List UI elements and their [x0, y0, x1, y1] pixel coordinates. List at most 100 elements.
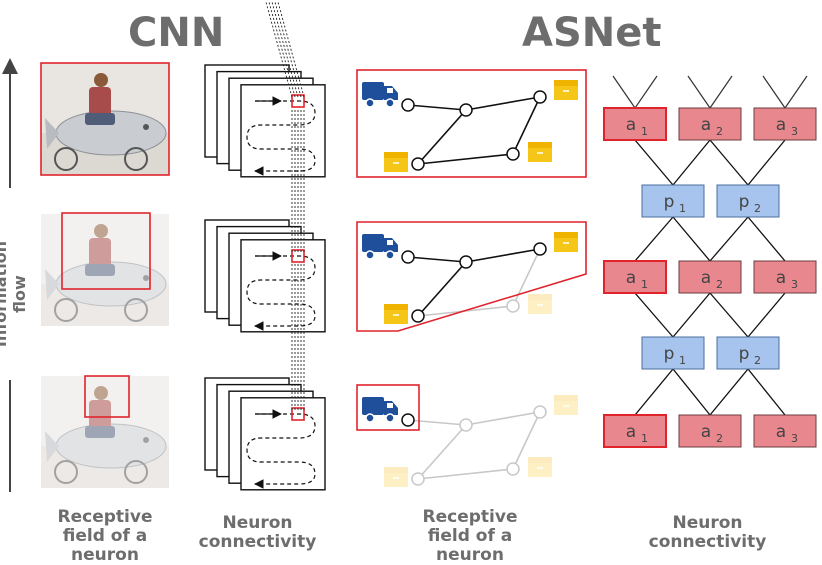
active-neuron-box	[291, 94, 305, 108]
graph-location-node	[459, 418, 473, 432]
truck-cargo	[362, 234, 384, 252]
fish-eye	[143, 275, 149, 281]
package-lid	[528, 294, 552, 300]
fan-in-line	[784, 75, 808, 109]
package-lid	[528, 457, 552, 463]
truck-wheel	[365, 98, 375, 108]
graph-edge	[407, 104, 467, 111]
caption-asnet-connectivity: Neuron connectivity	[630, 514, 785, 552]
package-box	[554, 395, 578, 415]
feature-map	[240, 397, 326, 491]
wheel	[124, 147, 148, 171]
proposition-node	[641, 184, 705, 218]
truck-cargo	[362, 82, 384, 100]
photo-rider-icon	[41, 376, 169, 488]
neuron-connection	[268, 1, 296, 98]
truck-cargo	[362, 397, 384, 415]
package-icon	[528, 457, 552, 477]
connectivity-edge	[709, 368, 749, 416]
node-subscript: 1	[641, 278, 648, 291]
rider-head	[94, 73, 108, 87]
node-label: p	[739, 192, 750, 212]
graph-edge	[407, 419, 467, 426]
package-lid	[554, 395, 578, 401]
node-label: a	[701, 115, 711, 135]
package-lid	[554, 232, 578, 238]
connectivity-edge	[747, 216, 786, 262]
package-lid	[528, 142, 552, 148]
action-node	[678, 260, 742, 294]
photo-rider-icon	[41, 214, 169, 326]
caption-cnn-connectivity: Neuron connectivity	[185, 514, 330, 552]
node-label: p	[664, 344, 675, 364]
proposition-node	[716, 336, 780, 370]
node-subscript: 2	[716, 125, 723, 138]
scan-path	[246, 413, 316, 485]
connectivity-edge	[672, 368, 711, 416]
action-node	[753, 414, 817, 448]
graph-location-node	[506, 462, 520, 476]
rider-shirt	[89, 87, 111, 117]
action-node	[603, 414, 667, 448]
rider-shirt	[89, 238, 111, 268]
graph-location-node	[401, 98, 415, 112]
action-node	[603, 260, 667, 294]
scan-path	[246, 255, 316, 327]
action-node	[678, 414, 742, 448]
node-subscript: 1	[679, 202, 686, 215]
node-label: p	[664, 192, 675, 212]
connectivity-edge	[709, 216, 749, 262]
graph-edge	[417, 109, 467, 165]
fish-tail	[45, 269, 59, 300]
connectivity-edge	[634, 292, 674, 338]
graph-location-node	[533, 90, 547, 104]
package-lid	[554, 80, 578, 86]
package-icon	[528, 142, 552, 162]
graph-edge	[417, 468, 514, 480]
photo-rider-icon	[41, 63, 169, 175]
graph-location-node	[411, 157, 425, 171]
action-node	[753, 260, 817, 294]
proposition-node	[641, 336, 705, 370]
truck-wheel	[385, 98, 395, 108]
neuron-connection	[277, 1, 305, 98]
truck-wheel	[365, 413, 375, 423]
connectivity-edge	[747, 292, 786, 338]
package-icon	[384, 304, 408, 324]
graph-edge	[417, 261, 467, 317]
graph-location-node	[533, 242, 547, 256]
node-subscript: 3	[791, 278, 798, 291]
truck-window	[387, 403, 393, 408]
fan-in-line	[687, 75, 711, 109]
neuron-connection	[265, 1, 293, 98]
receptive-field-box	[356, 384, 420, 431]
node-label: a	[776, 115, 786, 135]
node-subscript: 1	[679, 354, 686, 367]
node-label: a	[626, 268, 636, 288]
caption-line: field of a	[427, 526, 513, 546]
graph-location-node	[459, 255, 473, 269]
connectivity-edge	[672, 139, 711, 186]
connectivity-edge	[634, 139, 674, 186]
feature-map	[240, 239, 326, 333]
node-label: a	[776, 422, 786, 442]
connectivity-edge	[709, 139, 749, 186]
package-icon	[384, 467, 408, 487]
receptive-field-box	[61, 212, 151, 290]
package-icon	[528, 294, 552, 314]
connectivity-edge	[672, 216, 711, 262]
fan-in-line	[634, 75, 658, 109]
caption-line: connectivity	[198, 532, 317, 552]
graph-location-node	[401, 250, 415, 264]
cnn-title: CNN	[128, 10, 225, 56]
caption-line: Neuron	[222, 513, 293, 533]
rider-legs	[85, 113, 115, 125]
action-node	[678, 107, 742, 141]
rider-legs	[85, 426, 115, 438]
wheel	[54, 147, 78, 171]
fish-eye	[143, 437, 149, 443]
rider-legs	[85, 264, 115, 276]
graph-location-node	[401, 413, 415, 427]
graph-edge	[512, 96, 541, 155]
